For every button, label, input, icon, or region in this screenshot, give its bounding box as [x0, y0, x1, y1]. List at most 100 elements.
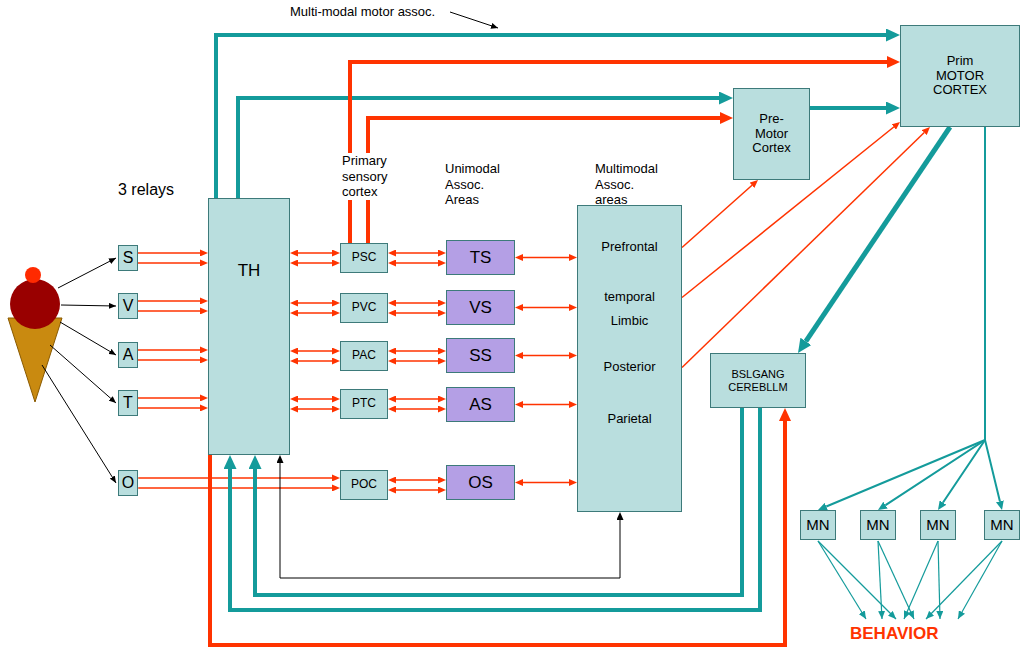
- node-label: T: [123, 394, 133, 412]
- primary-cortex-box: PAC: [340, 341, 388, 371]
- connector: [298, 360, 332, 362]
- node-label: Posterior: [603, 360, 655, 375]
- connector: [396, 408, 438, 410]
- node-label: SS: [469, 346, 492, 366]
- unimodal-box: OS: [446, 465, 515, 500]
- node-label: TS: [470, 248, 492, 268]
- connector: [943, 127, 985, 503]
- behavior-arrow: [904, 541, 938, 619]
- stimulus-arrow: [42, 365, 116, 483]
- connector: [210, 421, 785, 645]
- primary-cortex-box: PSC: [340, 243, 388, 273]
- behavior-arrow: [938, 541, 940, 619]
- connector: [396, 489, 438, 491]
- connector: [396, 262, 438, 264]
- connector: [298, 312, 332, 314]
- basal-ganglia-box: BSLGANG CEREBLLM: [710, 353, 806, 408]
- annotation: Multimodal Assoc. areas: [595, 161, 665, 208]
- connector: [396, 398, 438, 400]
- primary-cortex-box: PTC: [340, 389, 388, 419]
- node-label: O: [122, 474, 134, 492]
- stimulus-arrow: [60, 322, 116, 355]
- behavior-arrow: [958, 541, 1002, 619]
- node-label: A: [123, 346, 134, 364]
- node-label: Limbic: [611, 314, 649, 329]
- multimodal-box: Prefrontal temporalLimbicPosteriorParieta…: [577, 205, 682, 512]
- connector: [138, 477, 332, 479]
- node-label: BSLGANG CEREBLLM: [723, 368, 793, 393]
- node-label: Pre-Motor Cortex: [749, 112, 794, 157]
- node-label: OS: [468, 473, 493, 493]
- node-label: MN: [866, 516, 889, 533]
- premotor-box: Pre-Motor Cortex: [733, 88, 810, 180]
- node-label: MN: [990, 516, 1013, 533]
- node-label: Parietal: [607, 412, 651, 427]
- connector: [396, 312, 438, 314]
- connector: [138, 300, 200, 302]
- motor-neuron-box: MN: [984, 510, 1020, 540]
- relay-box: S: [118, 245, 138, 271]
- annotation: Primary sensory cortex: [342, 153, 398, 200]
- connector: [396, 350, 438, 352]
- relay-box: T: [118, 390, 138, 416]
- motor-neuron-box: MN: [920, 510, 956, 540]
- connector: [523, 404, 569, 406]
- connector: [298, 302, 332, 304]
- unimodal-box: AS: [446, 387, 515, 422]
- connector: [523, 307, 569, 309]
- node-label: PTC: [352, 397, 376, 411]
- node-label: Prefrontal: [601, 240, 657, 255]
- connector: [396, 252, 438, 254]
- behavior-arrows: [818, 541, 1002, 619]
- unimodal-box: VS: [446, 290, 515, 325]
- node-label: temporal: [604, 290, 655, 305]
- primary-cortex-box: PVC: [340, 293, 388, 323]
- unimodal-box: SS: [446, 338, 515, 373]
- node-label: TH: [238, 261, 261, 281]
- node-label: POC: [351, 478, 377, 492]
- connector: [826, 127, 985, 507]
- connector: [138, 310, 200, 312]
- node-label: PSC: [352, 251, 377, 265]
- cone-shape: [8, 318, 62, 402]
- connector: [280, 463, 620, 578]
- primary-cortex-box: POC: [340, 470, 388, 500]
- connector: [138, 397, 200, 399]
- connector: [396, 479, 438, 481]
- behavior-arrow: [818, 541, 896, 619]
- connector: [138, 407, 200, 409]
- annotation: Unimodal Assoc. Areas: [445, 161, 509, 208]
- connector: [298, 252, 332, 254]
- connector: [985, 127, 1000, 501]
- connector: [806, 127, 950, 341]
- connector: [886, 127, 985, 505]
- node-label: VS: [469, 298, 492, 318]
- scoop-head: [25, 267, 41, 283]
- connector: [523, 355, 569, 357]
- connector: [138, 252, 200, 254]
- behavior-arrow: [926, 541, 1002, 619]
- behavior-arrow: [878, 541, 882, 619]
- connector: [138, 359, 200, 361]
- behavior-arrow: [818, 541, 866, 619]
- motor-neuron-box: MN: [860, 510, 896, 540]
- connector: [298, 398, 332, 400]
- connector: [138, 349, 200, 351]
- connector: [682, 185, 752, 247]
- node-label: PVC: [352, 301, 377, 315]
- callout-arrow: [450, 12, 498, 28]
- stimulus-arrows: [42, 12, 498, 483]
- relay-box: O: [118, 470, 138, 496]
- node-label: V: [123, 297, 134, 315]
- annotation: 3 relays: [118, 180, 174, 199]
- thalamus-box: TH: [208, 198, 290, 455]
- stimulus-arrow: [58, 258, 116, 288]
- node-label: S: [123, 249, 134, 267]
- connector: [523, 257, 569, 259]
- stimulus-arrow: [61, 305, 116, 306]
- motor-neuron-box: MN: [800, 510, 836, 540]
- connector: [298, 350, 332, 352]
- unimodal-box: TS: [446, 240, 515, 275]
